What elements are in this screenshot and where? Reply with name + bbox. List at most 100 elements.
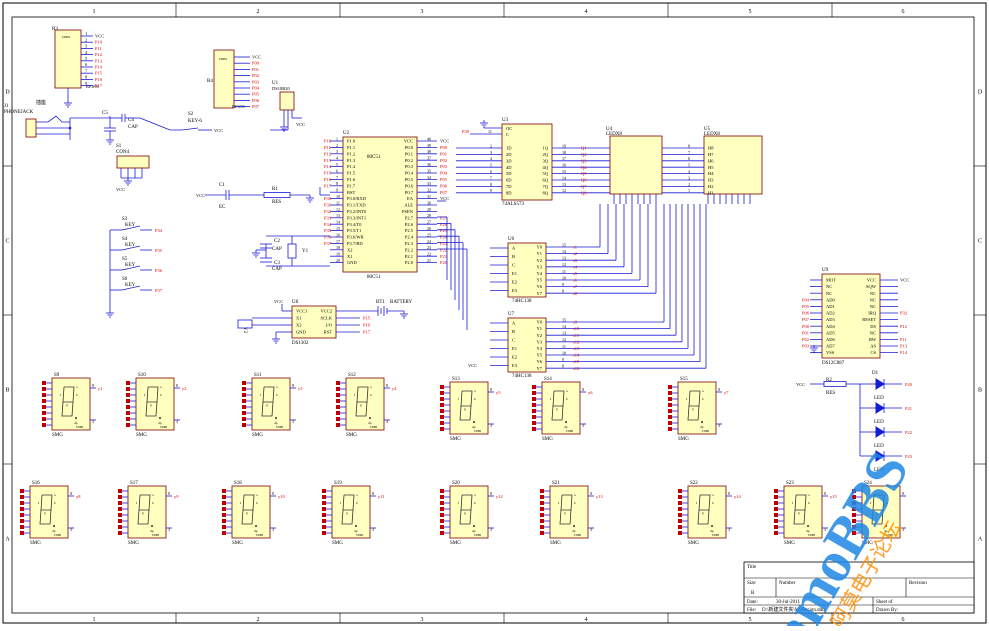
pin-number: 27 <box>427 220 431 225</box>
pin-number: 14 <box>562 175 566 180</box>
y1-body <box>287 243 297 259</box>
net-label: s15 <box>573 359 580 364</box>
part-label: CAP <box>272 247 282 252</box>
segment-label: dp <box>564 425 568 429</box>
net-label: P10 <box>95 40 103 45</box>
col-label: 5 <box>749 9 752 15</box>
net-label: Q6 <box>581 178 587 183</box>
pin-number: 8 <box>272 491 274 496</box>
u9-body <box>821 273 881 359</box>
segment-label: b <box>702 397 704 401</box>
pin-marker <box>118 489 122 493</box>
pin-label: com <box>474 428 482 433</box>
pin-number: 16 <box>336 232 340 237</box>
net-label: y7 <box>724 390 729 395</box>
pin-label: Y5 <box>537 353 543 358</box>
ref-label: U2 <box>343 131 350 136</box>
net-label: P23 <box>440 241 448 246</box>
net-label: P05 <box>802 304 810 309</box>
pin-marker <box>322 489 326 493</box>
net-label: VCC <box>274 299 283 304</box>
segment-lower <box>793 509 806 525</box>
segment-label: f <box>354 393 356 397</box>
pin-label: P3.5/T1 <box>347 228 361 233</box>
pin-label: P2.2 <box>405 247 413 252</box>
pin-marker <box>532 385 536 389</box>
segment-label: g <box>142 511 144 515</box>
pin-label: AD3 <box>826 317 835 322</box>
wire <box>121 285 141 291</box>
part-label: LED <box>874 468 884 473</box>
segment-label: b <box>474 397 476 401</box>
ref-label: S17 <box>130 481 138 486</box>
pin-label: Y4 <box>537 271 543 276</box>
segment-label: f <box>686 397 688 401</box>
r1-body <box>263 192 291 198</box>
pin-number: 2 <box>336 143 338 148</box>
segment-label: b <box>76 393 78 397</box>
segment-label: a <box>474 493 476 497</box>
part-label: CAP <box>272 267 282 272</box>
net-label: P30 <box>324 196 332 201</box>
pin-label: NC <box>870 297 876 302</box>
pin-marker <box>678 495 682 499</box>
part-label: RES <box>272 200 281 205</box>
pin-label: H1 <box>708 190 714 195</box>
u2-mcu-80c51: U280C5180C51P1.01P10P1.12P11P1.23P12P1.3… <box>324 131 449 280</box>
smg-body <box>449 485 489 539</box>
pin-label: DS <box>870 324 876 329</box>
pin-label: VCC1 <box>296 309 308 314</box>
pin-marker <box>242 405 246 409</box>
net-label: Q1 <box>581 146 587 151</box>
smg-body <box>677 381 717 435</box>
pin-label: com <box>712 532 720 537</box>
ref-label: S18 <box>234 481 242 486</box>
pin-label: AS <box>870 344 876 349</box>
pin-label: Y0 <box>537 320 543 325</box>
segment-dp <box>75 417 77 419</box>
pin-marker <box>532 421 536 425</box>
pin-label: com <box>219 56 227 61</box>
j1-body <box>25 118 37 138</box>
pin-label: P0.3 <box>405 164 414 169</box>
segment-label: f <box>60 393 62 397</box>
pin-marker <box>440 403 444 407</box>
part-label: RES <box>826 391 835 396</box>
pin-label: com <box>702 428 710 433</box>
net-label: y3 <box>298 386 303 391</box>
segment-label: a <box>566 389 568 393</box>
net-label: y4 <box>392 386 397 391</box>
pin-number: 13 <box>562 331 566 336</box>
pin-number: 21 <box>427 258 431 263</box>
ref-label: D1 <box>872 371 879 376</box>
net-label: y13 <box>596 494 604 499</box>
r3-body <box>54 29 82 89</box>
pin-label: H6 <box>708 158 714 163</box>
pin-number: 23 <box>427 245 431 250</box>
pin-label: com <box>356 532 364 537</box>
net-label: P33 <box>324 215 332 220</box>
pin-number: 8 <box>490 387 492 392</box>
smg-body <box>135 377 175 431</box>
pin-number: 17 <box>336 239 340 244</box>
pin-number: 9 <box>336 188 338 193</box>
pin-number: 3 <box>372 527 374 532</box>
ref-label: S19 <box>334 481 342 486</box>
pin-marker <box>532 397 536 401</box>
u9-rtc-ds12c887: U9DS12C887MOTNCNCAD0P04AD1P05AD2P06AD3P0… <box>802 268 909 366</box>
net-label: P02 <box>440 158 447 163</box>
net-label: P07 <box>802 317 810 322</box>
pin-label: E2 <box>512 280 517 285</box>
pin-label: X1 <box>296 316 302 321</box>
net-label: P26 <box>440 222 448 227</box>
segment-lower <box>459 405 472 421</box>
pin-label: A <box>512 246 516 251</box>
pin-label: Y7 <box>537 291 543 296</box>
net-label: P13 <box>324 158 332 163</box>
net-label: Q5 <box>581 171 587 176</box>
ref-label: R3 <box>52 27 58 32</box>
